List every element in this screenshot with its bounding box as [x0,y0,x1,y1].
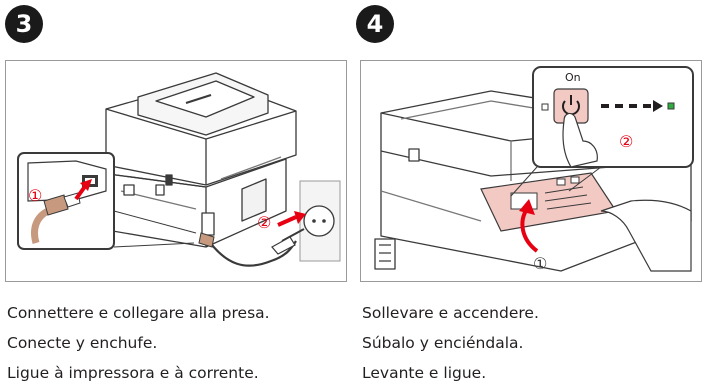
hand-illustration [600,199,692,272]
step-4-callout-1: ① [533,254,547,273]
step-4-number-badge: 4 [356,5,394,43]
step-4-caption-portuguese: Levante e ligue. [362,364,487,382]
step-3-number-badge: 3 [5,5,43,43]
step-3-callout-2: ② [257,213,271,232]
step-3-caption-italian: Connettere e collegare alla presa. [7,304,270,322]
step-3-caption-spanish: Conecte y enchufe. [7,334,158,352]
step-4-illustration: ① On ② [360,60,702,282]
step-3-callout-1: ① [28,186,42,205]
led-on-icon [667,102,675,110]
step-3-caption-portuguese: Ligue à impressora e à corrente. [7,364,259,382]
step-4-caption-italian: Sollevare e accendere. [362,304,539,322]
step-4-callout-2: ② [619,132,633,151]
power-button-inset: On ② [532,66,694,168]
power-cable [205,236,297,267]
plug-arrow [277,215,297,227]
printer-body [100,72,297,248]
step-3-captions: Connettere e collegare alla presa. Conec… [7,298,352,388]
wall-outlet [271,180,341,262]
step-4-caption-spanish: Súbalo y enciéndala. [362,334,524,352]
arrow-right-icon [653,100,663,112]
printer-connect-diagram: ② ① [17,72,341,267]
connector-inset: ① [17,152,115,250]
step-4-captions: Sollevare e accendere. Súbalo y enciénda… [362,298,707,388]
led-off-icon [541,103,549,111]
on-label: On [565,71,581,84]
printer-power-on-diagram: ① On ② [374,66,694,273]
step-3-illustration: ② ① [5,60,347,282]
